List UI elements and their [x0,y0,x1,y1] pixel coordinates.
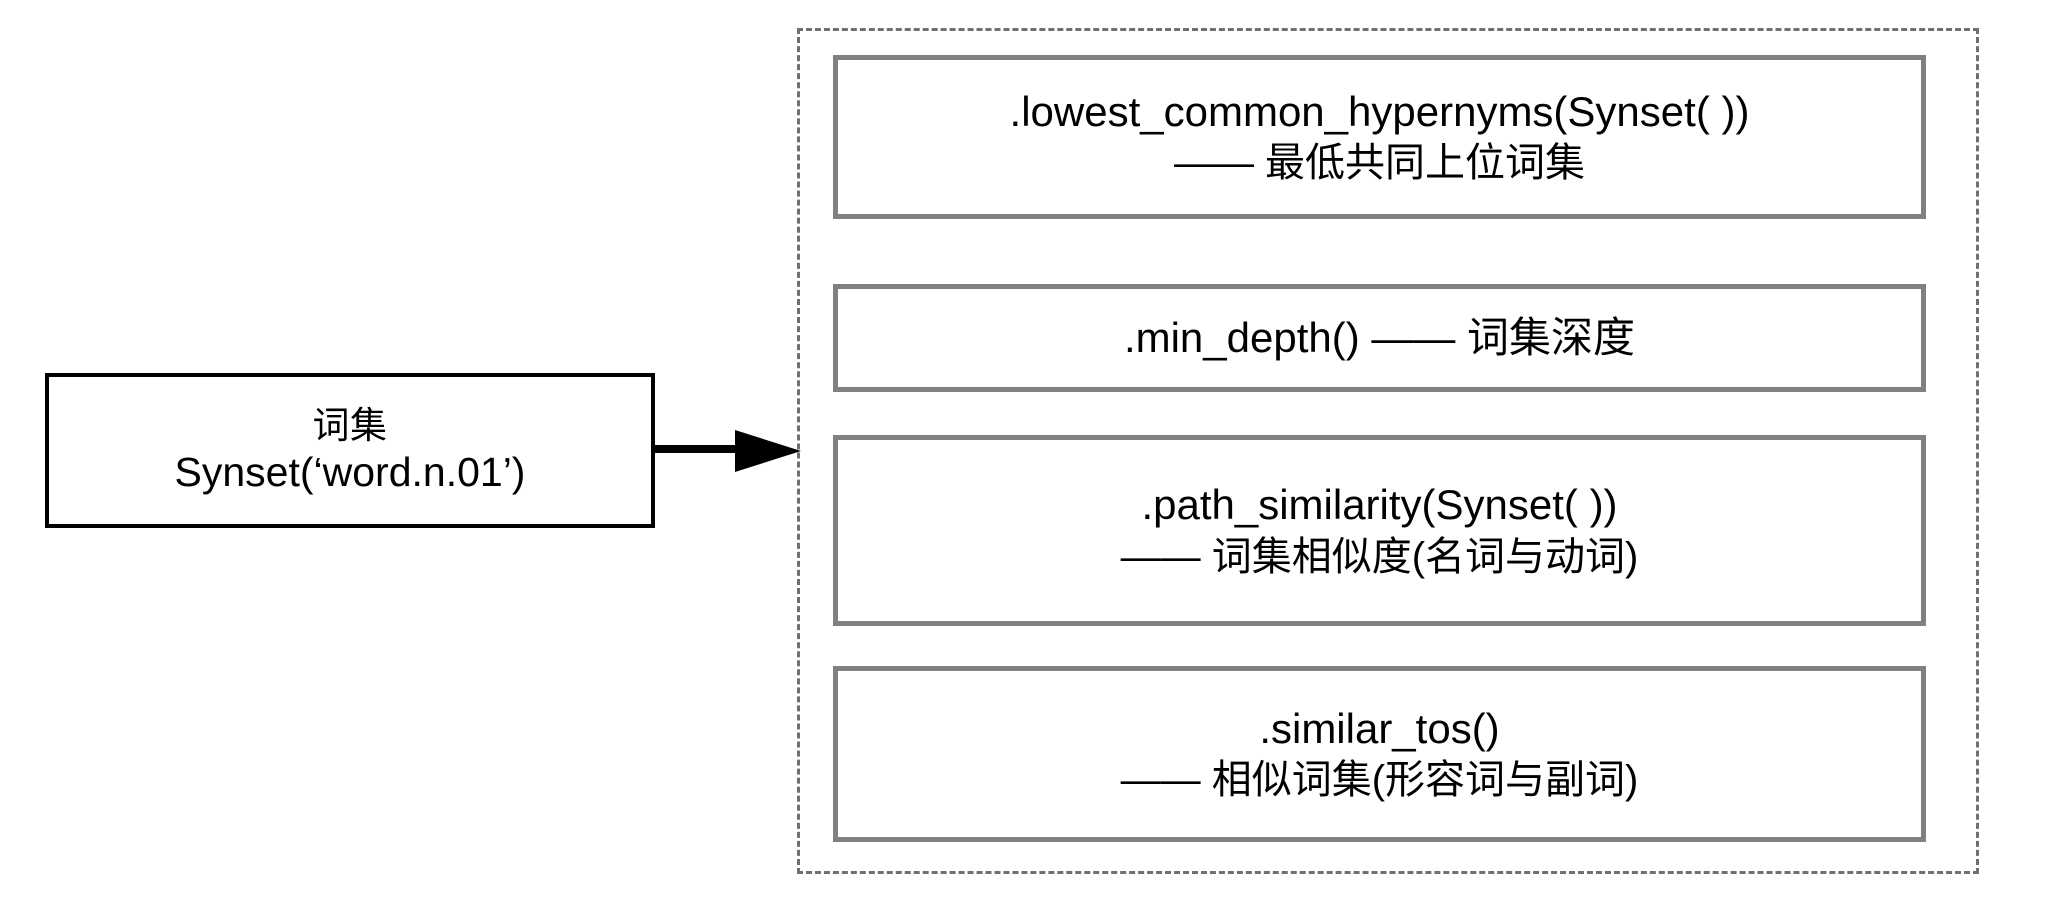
source-node-label-cjk: 词集 [312,405,388,447]
method-code-label: .similar_tos() [1259,704,1500,752]
arrow-right-icon [655,428,801,474]
source-node-label-code: Synset(‘word.n.01’) [174,449,526,496]
source-node-synset[interactable]: 词集 Synset(‘word.n.01’) [45,373,655,528]
method-description-label: —— 词集相似度(名词与动词) [1120,534,1639,579]
method-box-similar-tos[interactable]: .similar_tos() —— 相似词集(形容词与副词) [833,666,1926,842]
method-code-label: .min_depth() —— 词集深度 [1123,313,1636,361]
method-description-label: —— 最低共同上位词集 [1173,141,1586,186]
method-box-lowest-common-hypernyms[interactable]: .lowest_common_hypernyms(Synset( )) —— 最… [833,55,1926,219]
method-box-path-similarity[interactable]: .path_similarity(Synset( )) —— 词集相似度(名词与… [833,435,1926,626]
method-group-container: .lowest_common_hypernyms(Synset( )) —— 最… [797,28,1979,874]
method-code-label: .path_similarity(Synset( )) [1141,481,1618,529]
method-box-min-depth[interactable]: .min_depth() —— 词集深度 [833,284,1926,392]
method-description-label: —— 相似词集(形容词与副词) [1120,758,1639,803]
method-code-label: .lowest_common_hypernyms(Synset( )) [1009,87,1750,135]
